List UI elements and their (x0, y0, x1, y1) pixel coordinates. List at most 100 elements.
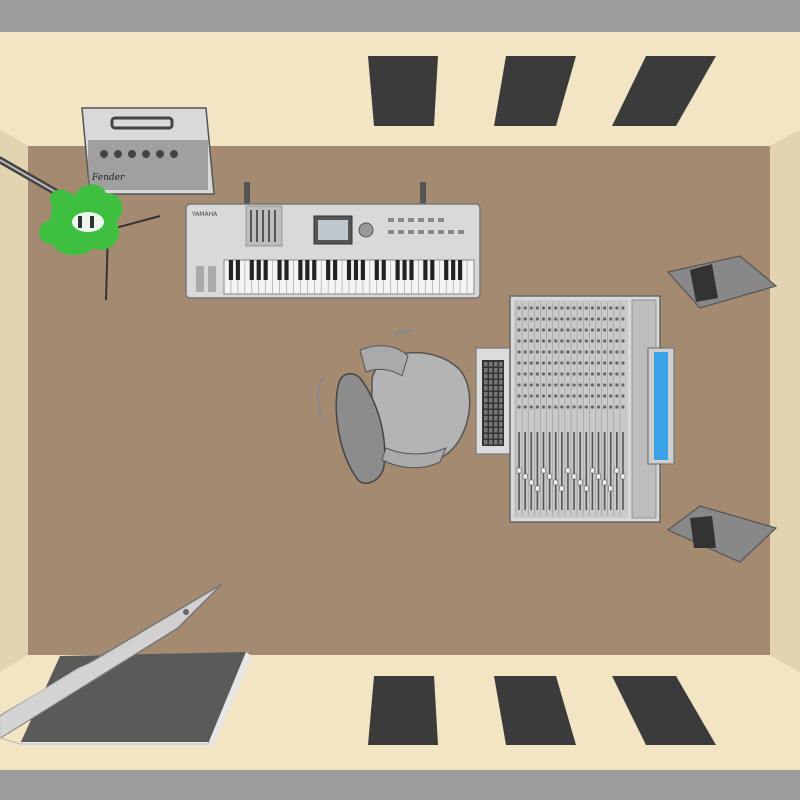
computer-key (484, 440, 488, 445)
acoustic-panels-top (368, 56, 716, 126)
channel-knob (615, 405, 619, 409)
channel-knob (560, 372, 564, 376)
channel-knob (529, 372, 533, 376)
channel-knob (596, 405, 601, 409)
channel-knob (578, 306, 582, 310)
channel-knob (603, 306, 607, 310)
channel-knob (541, 361, 546, 365)
channel-knob (584, 306, 588, 310)
channel-fader (590, 467, 595, 474)
guitar-amplifier: Fender (81, 107, 215, 195)
channel-knob (621, 306, 625, 310)
channel-knob (572, 394, 576, 398)
channel-knob (560, 306, 564, 310)
channel-knob (554, 306, 558, 310)
channel-fader-track (579, 432, 581, 510)
black-key (402, 260, 407, 280)
channel-knob (609, 405, 613, 409)
channel-knob (609, 306, 613, 310)
black-key (381, 260, 386, 280)
channel-knob (554, 350, 558, 354)
channel-knob (517, 328, 521, 332)
channel-knob (566, 350, 570, 354)
computer-key (499, 380, 503, 385)
black-key (326, 260, 331, 280)
channel-knob (523, 405, 527, 409)
channel-knob (541, 383, 546, 387)
channel-knob (566, 339, 570, 343)
acoustic-panels-bottom (368, 676, 716, 745)
channel-knob (590, 350, 594, 354)
channel-knob (590, 339, 594, 343)
channel-knob (615, 394, 619, 398)
channel-knob (560, 317, 564, 321)
channel-knob (517, 361, 521, 365)
channel-knob (523, 394, 527, 398)
channel-knob (523, 372, 527, 376)
channel-fader (614, 467, 620, 474)
computer-key (484, 422, 488, 427)
channel-knob (566, 361, 570, 365)
channel-knob (548, 383, 552, 387)
channel-knob (554, 372, 558, 376)
computer-key (484, 380, 488, 385)
channel-knob (609, 383, 613, 387)
computer-keyboard-tray (475, 347, 513, 455)
wall-left (0, 130, 28, 672)
channel-knob (529, 350, 533, 354)
computer-key (494, 362, 498, 367)
black-key (353, 260, 359, 280)
channel-knob (541, 317, 546, 321)
channel-fader (608, 485, 614, 492)
channel-fader (553, 479, 559, 486)
channel-knob (566, 383, 570, 387)
channel-knob (578, 350, 582, 354)
channel-knob (548, 372, 552, 376)
channel-knob (529, 339, 533, 343)
channel-fader (541, 467, 546, 474)
black-key (235, 260, 240, 280)
channel-knob (541, 339, 546, 343)
amp-brand-label: Fender (91, 173, 125, 183)
computer-key (499, 410, 503, 415)
black-key (346, 260, 352, 280)
channel-knob (621, 339, 625, 343)
channel-knob (609, 394, 613, 398)
black-key (305, 260, 310, 280)
studio-speaker (666, 255, 778, 309)
computer-key (499, 392, 503, 397)
channel-knob (603, 361, 607, 365)
black-key (409, 260, 414, 280)
channel-knob (554, 339, 558, 343)
channel-knob (621, 405, 625, 409)
acoustic-panel (368, 676, 438, 745)
channel-knob (535, 339, 539, 343)
channel-knob (566, 394, 570, 398)
channel-knob (541, 328, 546, 332)
channel-knob (572, 361, 576, 365)
computer-key (484, 428, 488, 433)
channel-knob (535, 372, 539, 376)
channel-fader-track (530, 432, 533, 510)
channel-knob (529, 328, 533, 332)
channel-knob (566, 306, 570, 310)
channel-knob (566, 328, 570, 332)
channel-knob (548, 328, 552, 332)
channel-knob (578, 405, 582, 409)
channel-knob (560, 350, 564, 354)
black-key (374, 260, 379, 280)
channel-fader-track (622, 432, 624, 510)
computer-key (494, 440, 498, 445)
channel-knob (590, 306, 594, 310)
channel-knob (615, 361, 619, 365)
channel-knob (609, 328, 613, 332)
computer-key (489, 434, 493, 439)
computer-key (489, 404, 493, 409)
black-key (256, 260, 261, 280)
channel-knob (603, 350, 607, 354)
channel-strips (515, 302, 626, 516)
channel-knob (523, 350, 527, 354)
door (0, 583, 223, 745)
computer-key (489, 440, 493, 445)
channel-knob (603, 339, 607, 343)
